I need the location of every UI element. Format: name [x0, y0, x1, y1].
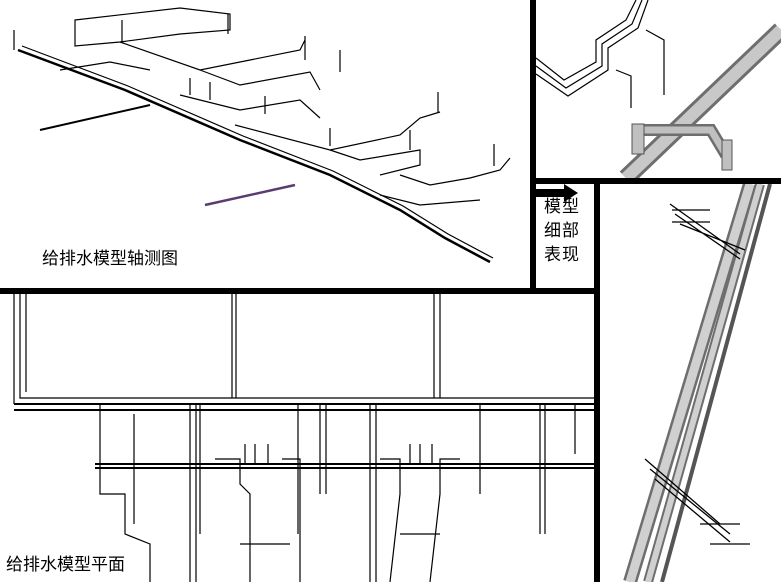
note-line-2: 细部 — [544, 221, 580, 241]
isometric-view-panel: 给排水模型轴测图 — [0, 0, 530, 288]
isometric-drawing — [13, 7, 511, 264]
side-detail-drawing — [623, 184, 772, 582]
side-detail-panel — [600, 184, 781, 582]
note-panel: 模型 细部 表现 — [536, 184, 594, 288]
right-arrow-icon — [536, 184, 578, 202]
note-line-3: 表现 — [544, 245, 580, 265]
plan-drawing — [13, 294, 594, 582]
detail-closeup-panel — [536, 0, 781, 178]
plan-view-panel: 给排水模型平面 — [0, 294, 594, 582]
isometric-caption: 给排水模型轴测图 — [42, 249, 178, 269]
plan-caption: 给排水模型平面 — [6, 555, 125, 575]
detail-drawing — [536, 0, 781, 178]
note-line-1: 模型 — [544, 197, 580, 217]
